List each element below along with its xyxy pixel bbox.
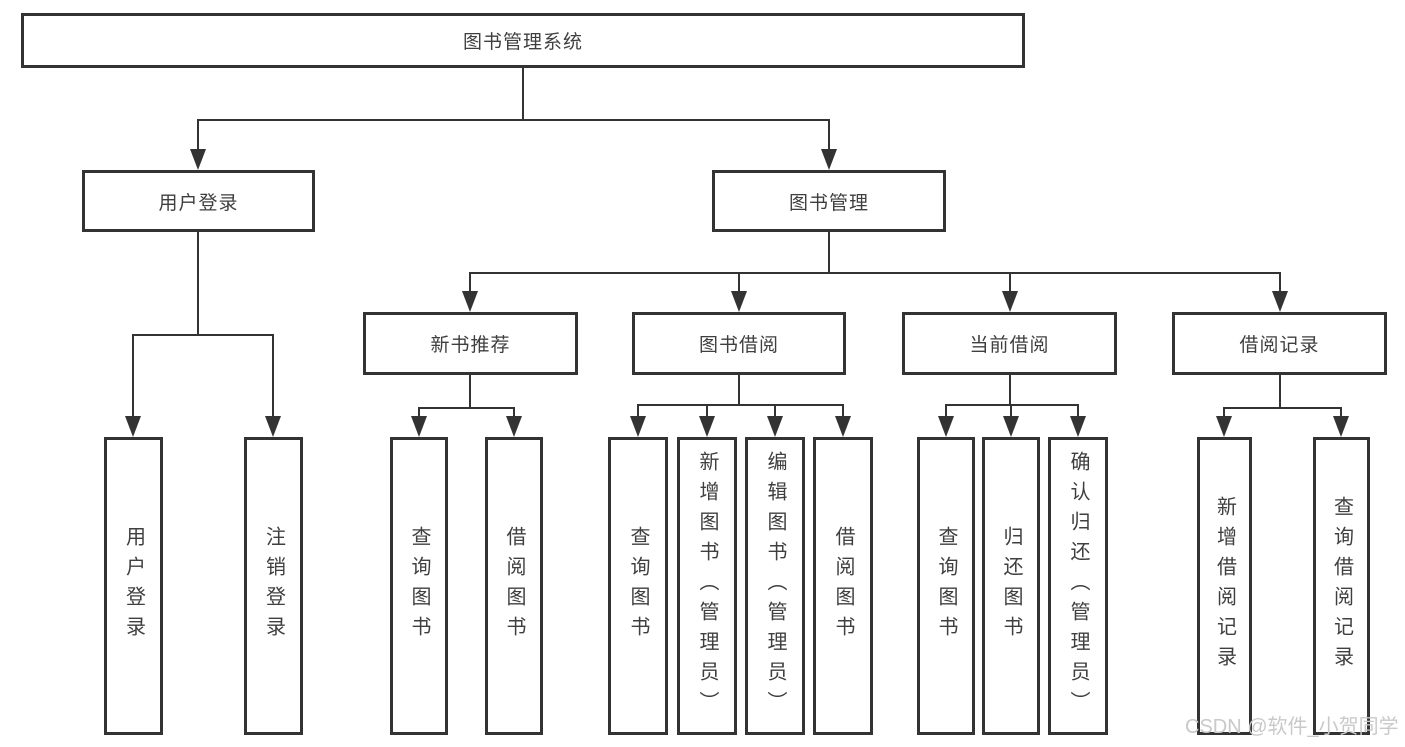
node-label: 用户登录 xyxy=(158,192,239,214)
connector-vline xyxy=(945,404,947,420)
arrowhead-down-icon xyxy=(731,291,747,312)
arrowhead-down-icon xyxy=(462,291,478,312)
connector-vline xyxy=(1077,404,1079,420)
connector-vline xyxy=(1223,407,1225,423)
leaf-borrow-books-recommend: 借阅图书 xyxy=(485,437,543,735)
connector-vline xyxy=(513,407,515,423)
leaf-search-books-borrowing: 查询图书 xyxy=(608,437,668,735)
arrowhead-down-icon xyxy=(699,416,715,437)
node-label: 新增借阅记录 xyxy=(1213,496,1236,676)
connector-vline xyxy=(418,407,420,423)
node-label: 新增图书（管理员） xyxy=(696,451,718,721)
csdn-watermark: CSDN @软件_小贺同学 xyxy=(1185,716,1399,738)
connector-vline xyxy=(197,119,199,161)
node-label: 确认归还（管理员） xyxy=(1067,451,1089,721)
node-new-book-recommend: 新书推荐 xyxy=(363,312,578,375)
arrowhead-down-icon xyxy=(265,416,281,437)
connector-vline xyxy=(469,272,471,297)
node-borrow-records: 借阅记录 xyxy=(1172,312,1387,375)
connector-vline xyxy=(272,334,274,422)
node-label: 查询图书 xyxy=(935,526,957,646)
arrowhead-down-icon xyxy=(1002,291,1018,312)
arrowhead-down-icon xyxy=(506,416,522,437)
connector-vline xyxy=(1279,375,1281,409)
connector-vline xyxy=(1009,375,1011,406)
node-label: 注销登录 xyxy=(262,526,285,646)
arrowhead-down-icon xyxy=(938,416,954,437)
connector-vline xyxy=(522,68,524,121)
connector-vline xyxy=(738,272,740,297)
connector-vline xyxy=(1010,404,1012,420)
connector-hline xyxy=(945,404,1079,406)
connector-hline xyxy=(418,407,515,409)
node-label: 借阅图书 xyxy=(832,526,854,646)
connector-vline xyxy=(738,375,740,406)
connector-vline xyxy=(842,404,844,420)
connector-vline xyxy=(469,375,471,409)
node-label: 查询图书 xyxy=(408,526,430,646)
connector-hline xyxy=(132,334,274,336)
connector-vline xyxy=(1009,272,1011,297)
node-label: 归还图书 xyxy=(1000,526,1022,646)
connector-vline xyxy=(637,404,639,420)
leaf-search-borrow-record: 查询借阅记录 xyxy=(1313,437,1370,735)
connector-vline xyxy=(828,232,830,274)
connector-hline xyxy=(637,404,844,406)
leaf-borrow-books: 借阅图书 xyxy=(813,437,873,735)
node-label: 编辑图书（管理员） xyxy=(764,451,786,721)
arrowhead-down-icon xyxy=(1070,416,1086,437)
connector-vline xyxy=(197,232,199,336)
connector-hline xyxy=(469,272,1281,274)
node-label: 新书推荐 xyxy=(430,335,511,356)
arrowhead-down-icon xyxy=(190,149,206,170)
node-book-borrowing: 图书借阅 xyxy=(632,312,846,375)
arrowhead-down-icon xyxy=(630,416,646,437)
connector-vline xyxy=(1340,407,1342,423)
connector-vline xyxy=(828,119,830,161)
leaf-add-borrow-record: 新增借阅记录 xyxy=(1197,437,1252,735)
leaf-add-books-admin: 新增图书（管理员） xyxy=(677,437,737,735)
arrowhead-down-icon xyxy=(821,149,837,170)
connector-hline xyxy=(1223,407,1342,409)
arrowhead-down-icon xyxy=(1272,291,1288,312)
arrowhead-down-icon xyxy=(125,416,141,437)
leaf-search-books-recommend: 查询图书 xyxy=(390,437,448,735)
leaf-user-login: 用户登录 xyxy=(104,437,163,735)
leaf-search-books-current: 查询图书 xyxy=(917,437,975,735)
node-library-system: 图书管理系统 xyxy=(21,13,1025,68)
leaf-confirm-return-admin: 确认归还（管理员） xyxy=(1048,437,1108,735)
arrowhead-down-icon xyxy=(1003,416,1019,437)
node-current-borrowing: 当前借阅 xyxy=(902,312,1117,375)
node-user-login: 用户登录 xyxy=(82,170,315,232)
connector-vline xyxy=(132,334,134,422)
connector-vline xyxy=(774,404,776,420)
node-book-management: 图书管理 xyxy=(712,170,946,232)
arrowhead-down-icon xyxy=(1216,416,1232,437)
connector-vline xyxy=(1279,272,1281,297)
node-label: 借阅图书 xyxy=(503,526,525,646)
arrowhead-down-icon xyxy=(1333,416,1349,437)
node-label: 图书管理 xyxy=(788,192,869,214)
node-label: 用户登录 xyxy=(122,526,145,646)
leaf-logout: 注销登录 xyxy=(244,437,303,735)
node-label: 图书借阅 xyxy=(698,335,779,356)
node-label: 图书管理系统 xyxy=(462,32,583,53)
node-label: 查询借阅记录 xyxy=(1330,496,1353,676)
node-label: 借阅记录 xyxy=(1239,335,1320,356)
node-label: 当前借阅 xyxy=(969,335,1050,356)
leaf-edit-books-admin: 编辑图书（管理员） xyxy=(745,437,805,735)
leaf-return-books: 归还图书 xyxy=(982,437,1040,735)
arrowhead-down-icon xyxy=(767,416,783,437)
arrowhead-down-icon xyxy=(411,416,427,437)
connector-vline xyxy=(706,404,708,420)
arrowhead-down-icon xyxy=(835,416,851,437)
node-label: 查询图书 xyxy=(627,526,649,646)
connector-hline xyxy=(197,119,830,121)
